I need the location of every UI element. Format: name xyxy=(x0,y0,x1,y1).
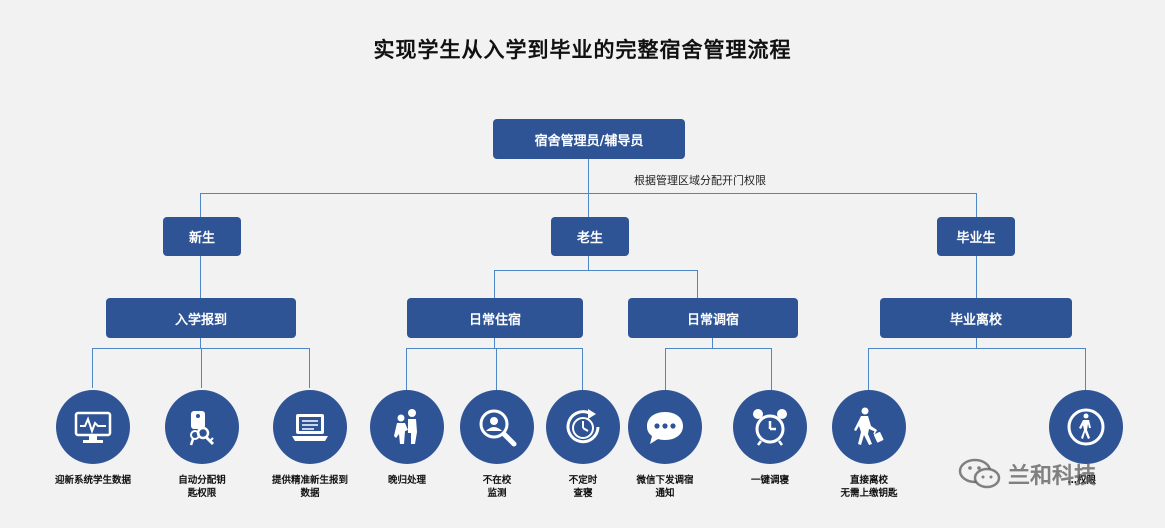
item-label: 微信下发调宿 通知 xyxy=(636,475,694,499)
person-assist-icon xyxy=(370,390,444,464)
monitor-chart-icon xyxy=(56,390,130,464)
item-label: 一键调寝 xyxy=(750,475,789,486)
item-label: 直接离校 无需上缴钥匙 xyxy=(840,475,898,499)
group-graduates: 毕业生 xyxy=(937,217,1015,256)
chat-bubble-icon xyxy=(628,390,702,464)
group-old-students: 老生 xyxy=(551,217,629,256)
item-label: 晚归处理 xyxy=(387,475,426,486)
group-label: 老生 xyxy=(576,231,603,246)
page-title: 实现学生从入学到毕业的完整宿舍管理流程 xyxy=(373,38,792,62)
item-label: 迎新系统学生数据 xyxy=(54,475,131,486)
item-label: 提供精准新生报到 数据 xyxy=(271,475,348,499)
search-person-icon xyxy=(460,390,534,464)
clock-refresh-icon xyxy=(546,390,620,464)
item-label: …权限 xyxy=(1067,475,1096,486)
group-new-students: 新生 xyxy=(163,217,241,256)
item-label: 不在校 监测 xyxy=(482,475,512,499)
stage-label: 毕业离校 xyxy=(949,312,1002,328)
item-label: 不定时 查寝 xyxy=(568,475,598,499)
root-note: 根据管理区域分配开门权限 xyxy=(634,174,766,187)
root-label: 宿舍管理员/辅导员 xyxy=(534,133,644,149)
key-tag-icon xyxy=(165,390,239,464)
item-label: 自动分配钥 匙权限 xyxy=(178,475,226,499)
group-label: 毕业生 xyxy=(956,231,996,246)
pedestrian-sign-icon xyxy=(1049,390,1123,464)
wechat-icon xyxy=(958,458,1001,489)
stage-enrollment: 入学报到 xyxy=(106,298,296,338)
walking-luggage-icon xyxy=(832,390,906,464)
alarm-clock-icon xyxy=(733,390,807,464)
group-label: 新生 xyxy=(188,231,215,246)
stage-label: 日常住宿 xyxy=(468,312,521,328)
laptop-icon xyxy=(273,390,347,464)
stage-graduation: 毕业离校 xyxy=(880,298,1072,338)
stage-room-change: 日常调宿 xyxy=(628,298,798,338)
stage-label: 日常调宿 xyxy=(686,312,739,328)
watermark-text: 兰和科技 xyxy=(1008,464,1097,489)
stage-daily-stay: 日常住宿 xyxy=(407,298,583,338)
root-node: 宿舍管理员/辅导员 xyxy=(493,119,685,159)
watermark: 兰和科技 xyxy=(958,458,1096,490)
stage-label: 入学报到 xyxy=(174,312,227,328)
